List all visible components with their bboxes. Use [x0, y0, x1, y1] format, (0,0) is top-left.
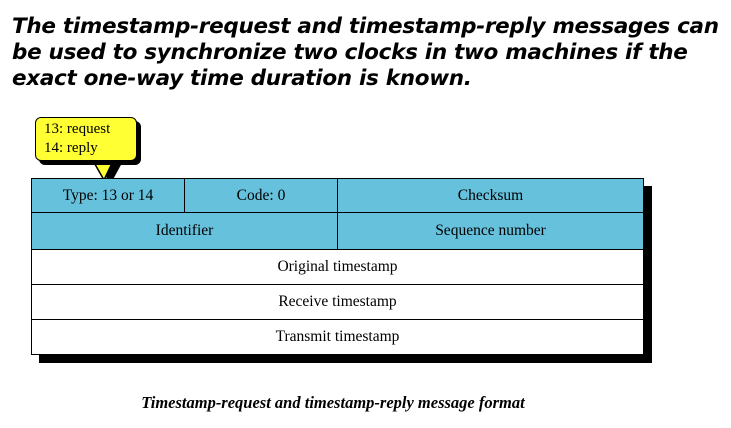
receive-timestamp-row: Receive timestamp — [32, 285, 643, 320]
heading-line-1: The timestamp-request and timestamp-repl… — [12, 14, 719, 39]
callout-request-label: 13: request — [44, 121, 111, 137]
header-row-1: Type: 13 or 14 Code: 0 Checksum — [32, 179, 643, 213]
heading-line-2: be used to synchronize two clocks in two… — [12, 40, 688, 65]
callout-reply-label: 14: reply — [44, 140, 98, 156]
type-callout: 13: request 14: reply — [35, 117, 137, 161]
sequence-number-field: Sequence number — [338, 213, 643, 249]
slide-heading: The timestamp-request and timestamp-repl… — [12, 14, 719, 92]
original-timestamp-row: Original timestamp — [32, 250, 643, 285]
original-timestamp-field: Original timestamp — [277, 258, 398, 275]
type-field: Type: 13 or 14 — [32, 179, 185, 212]
message-format-table: Type: 13 or 14 Code: 0 Checksum Identifi… — [31, 178, 644, 355]
heading-line-3: exact one-way time duration is known. — [12, 66, 472, 91]
transmit-timestamp-field: Transmit timestamp — [275, 327, 400, 345]
checksum-field: Checksum — [338, 179, 643, 212]
transmit-timestamp-row: Transmit timestamp — [32, 320, 643, 353]
code-field: Code: 0 — [185, 179, 338, 212]
figure-caption: Timestamp-request and timestamp-reply me… — [141, 393, 525, 412]
identifier-field: Identifier — [32, 213, 338, 249]
header-row-2: Identifier Sequence number — [32, 213, 643, 250]
receive-timestamp-field: Receive timestamp — [278, 293, 397, 310]
